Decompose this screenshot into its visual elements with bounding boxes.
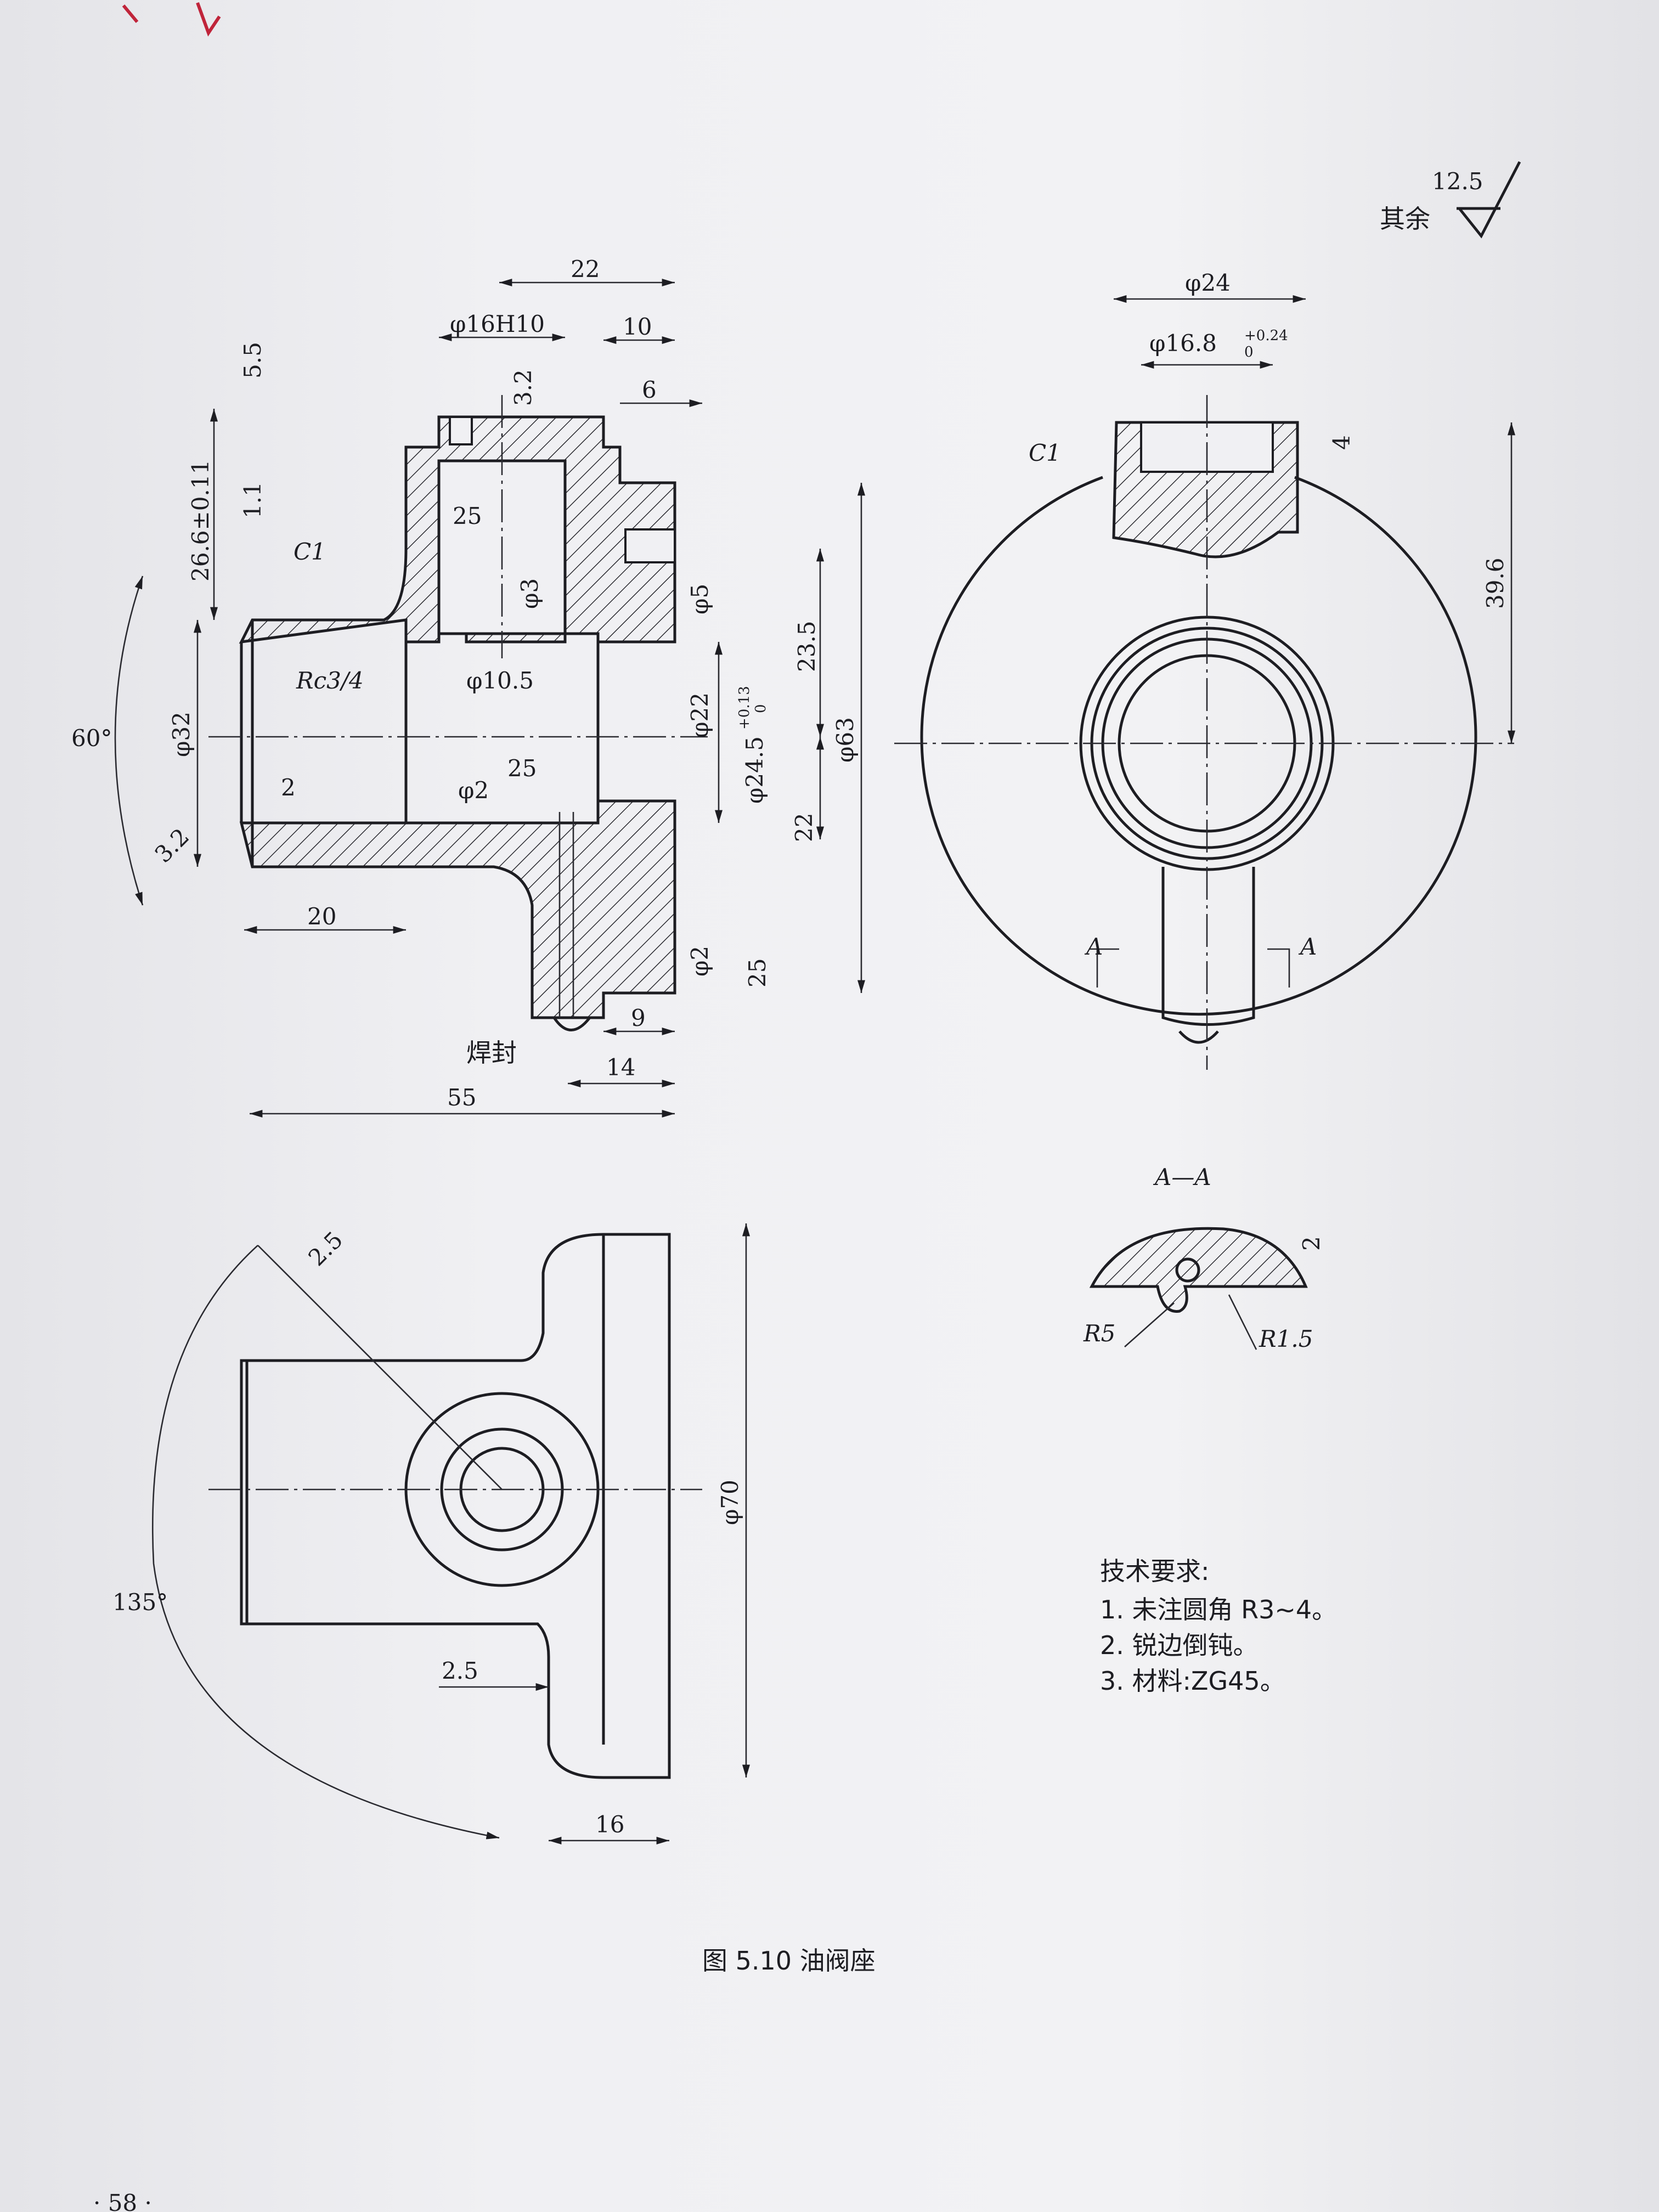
stem-dome (1178, 1030, 1219, 1044)
dim-phi70: φ70 (716, 1480, 743, 1525)
section-title: A—A (1153, 1164, 1211, 1190)
finish-value: 12.5 (1432, 168, 1483, 195)
stem (1161, 867, 1255, 1026)
chamfer-c1a: C1 (294, 538, 326, 565)
thread-rc: Rc3/4 (296, 667, 364, 694)
dim-finish-25a: 25 (453, 503, 482, 529)
dim-9: 9 (631, 1005, 646, 1031)
dim-phi16-8-tol-up: +0.24 (1244, 328, 1288, 344)
dim-phi2a: φ2 (458, 777, 489, 804)
dim-phi63: φ63 (832, 717, 859, 763)
bore-step (404, 642, 600, 823)
tech-item-2: 2. 锐边倒钝。 (1100, 1630, 1259, 1660)
tech-item-3: 3. 材料:ZG45。 (1100, 1666, 1285, 1696)
dim-finish-3-2a: 3.2 (510, 369, 537, 406)
outer-circle (920, 476, 1477, 1016)
dim-2-5b: 2.5 (442, 1657, 478, 1684)
dim-phi24-5-tol-up: +0.13 (736, 686, 753, 730)
dim-phi5: φ5 (686, 584, 713, 614)
dim-20: 20 (307, 903, 336, 930)
weld-dome (552, 1017, 591, 1031)
dim-39-6: 39.6 (1482, 557, 1509, 609)
dim-23-5: 23.5 (793, 620, 820, 672)
surface-finish-symbol: 12.5 其余 (1380, 161, 1521, 239)
dim-r5: R5 (1083, 1320, 1115, 1347)
dim-finish-3-2b: 3.2 (149, 823, 194, 868)
handwriting-mark (122, 2, 221, 37)
section-hole (1175, 1257, 1200, 1283)
side-hole (624, 528, 676, 563)
finish-label: 其余 (1380, 204, 1430, 234)
dim-phi3: φ3 (516, 578, 543, 609)
dim-22: 22 (571, 256, 600, 283)
section-mark-right: A (1298, 933, 1317, 960)
side-view: φ24 φ16.8 +0.24 0 C1 4 39.6 A A (894, 269, 1516, 1070)
dim-finish-25b: 25 (507, 755, 537, 782)
tech-requirements: 技术要求: 1. 未注圆角 R3~4。 2. 锐边倒钝。 3. 材料:ZG45。 (1100, 1556, 1337, 1696)
section-mark-left: A (1084, 933, 1103, 960)
dim-phi32: φ32 (168, 712, 195, 757)
dim-6: 6 (642, 376, 657, 403)
dim-phi2b: φ2 (686, 946, 713, 977)
dim-26-6: 26.6±0.11 (187, 460, 214, 582)
dim-16: 16 (595, 1811, 624, 1838)
diag-axis (257, 1245, 503, 1490)
upper-notch (449, 416, 473, 445)
dim-2: 2 (281, 774, 296, 801)
page-number: · 58 · (93, 2190, 152, 2212)
dim-135deg: 135° (112, 1589, 168, 1616)
tech-title: 技术要求: (1100, 1556, 1210, 1586)
bottom-outline (240, 1233, 671, 1779)
dim-14: 14 (606, 1054, 635, 1081)
dim-phi16h10: φ16H10 (450, 311, 545, 337)
dim-1-1: 1.1 (239, 482, 266, 518)
dim-55: 55 (447, 1084, 476, 1111)
front-section-view: 22 φ16H10 10 6 5.5 3.2 26.6±0.11 1.1 C1 … (71, 256, 866, 1118)
dim-10: 10 (623, 313, 652, 340)
dim-5-5: 5.5 (239, 342, 266, 379)
dim-finish-25c: 25 (744, 958, 771, 988)
dim-r1-5: R1.5 (1259, 1325, 1313, 1352)
section-a-a: A—A 2 R5 R1.5 (1083, 1164, 1325, 1352)
small-hole-phi2 (558, 812, 574, 1018)
dim-phi22: φ22 (686, 692, 713, 738)
dim-22c: 22 (791, 813, 817, 842)
dim-2s: 2 (1298, 1236, 1325, 1251)
bottom-view: φ70 2.5 135° 2.5 16 (112, 1223, 751, 1845)
dim-phi10-5: φ10.5 (466, 667, 534, 694)
dim-4: 4 (1328, 435, 1355, 450)
inlet-edge (240, 620, 254, 867)
dim-2-5a: 2.5 (303, 1226, 348, 1271)
dim-60deg: 60° (71, 725, 112, 752)
dim-phi16-8-tol-lo: 0 (1244, 344, 1254, 360)
dim-phi24: φ24 (1185, 269, 1231, 296)
lower-hatched-body (239, 799, 676, 1019)
dim-phi24-5: φ24.5 (741, 736, 768, 804)
dim-phi24-5-tol-lo: 0 (753, 704, 769, 713)
tech-item-1: 1. 未注圆角 R3~4。 (1100, 1595, 1337, 1624)
figure-caption: 图 5.10 油阀座 (702, 1946, 876, 1976)
dim-phi16-8: φ16.8 (1149, 330, 1217, 357)
weld-label: 焊封 (466, 1038, 517, 1068)
chamfer-c1b: C1 (1029, 439, 1061, 466)
